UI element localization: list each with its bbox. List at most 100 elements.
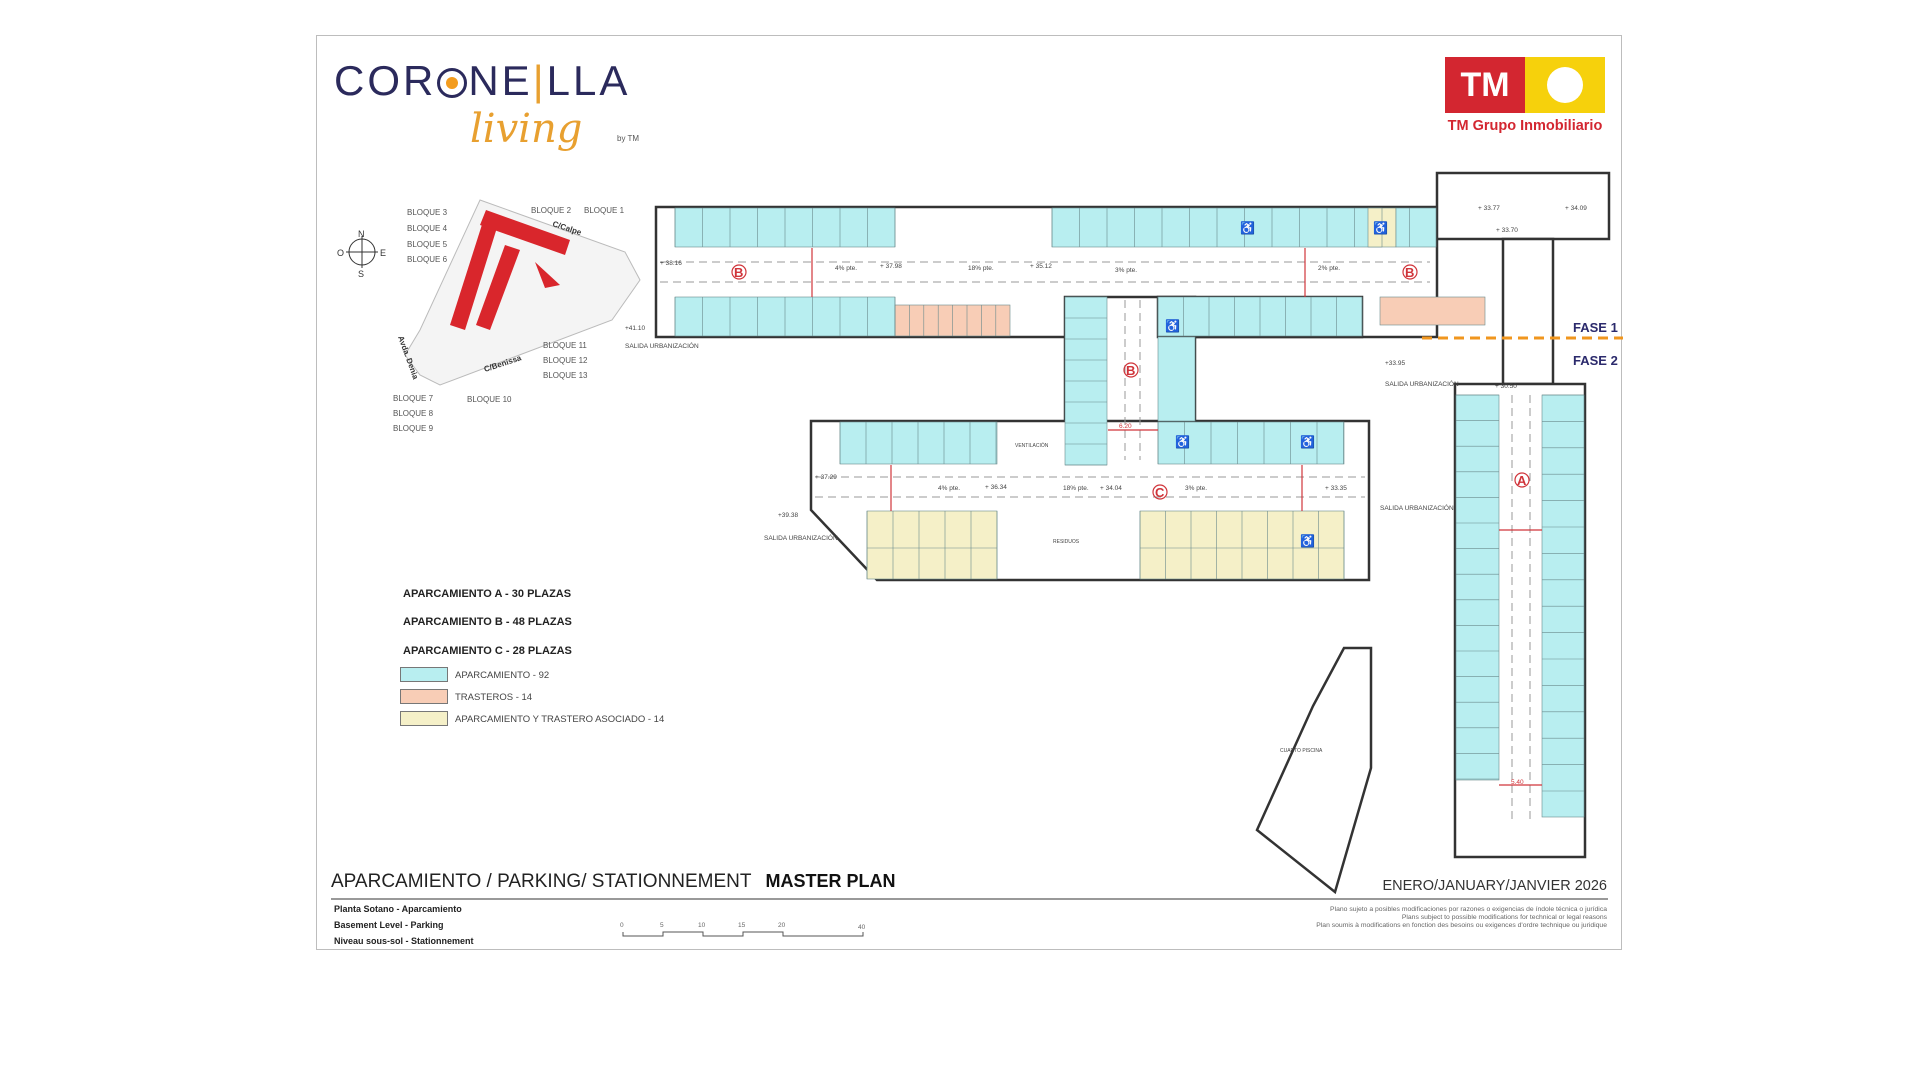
plan-label: 5.40 bbox=[1511, 779, 1524, 786]
legend-label: APARCAMIENTO - 92 bbox=[455, 670, 550, 681]
plan-label: 4% pte. bbox=[835, 265, 857, 272]
fase-1-label: FASE 1 bbox=[1573, 320, 1618, 335]
legend-label: APARCAMIENTO Y TRASTERO ASOCIADO - 14 bbox=[455, 714, 665, 725]
accessible-icon: ♿ bbox=[1300, 534, 1315, 548]
level-es: Planta Sotano - Aparcamiento bbox=[334, 904, 462, 914]
company-name: TM Grupo Inmobiliario bbox=[1447, 118, 1603, 134]
logo-text: NE bbox=[468, 57, 533, 104]
logo-script: living bbox=[470, 106, 583, 152]
plan-label: + 35.12 bbox=[1030, 263, 1052, 270]
accessible-icon: ♿ bbox=[1165, 319, 1180, 333]
compass-icon: N S E O bbox=[337, 229, 386, 279]
plan-subtitle: MASTER PLAN bbox=[765, 871, 896, 891]
accessible-icon: ♿ bbox=[1240, 221, 1255, 235]
logo-text: LLA bbox=[546, 57, 631, 104]
plan-label: BLOQUE 8 bbox=[393, 409, 434, 418]
plan-label: O bbox=[337, 248, 344, 258]
plan-label: BLOQUE 4 bbox=[407, 224, 448, 233]
logo-by: by TM bbox=[617, 134, 640, 143]
parking-b-count: APARCAMIENTO B - 48 PLAZAS bbox=[403, 616, 572, 628]
plan-label: 4% pte. bbox=[938, 485, 960, 492]
plan-label: SALIDA URBANIZACIÓN bbox=[625, 341, 699, 350]
plan-label: +33.95 bbox=[1385, 360, 1405, 367]
plan-label: BLOQUE 11 bbox=[543, 341, 587, 350]
plan-label: BLOQUE 12 bbox=[543, 356, 588, 365]
plan-label: BLOQUE 9 bbox=[393, 424, 434, 433]
plan-label: RESIDUOS bbox=[1053, 539, 1080, 545]
plan-label: 10 bbox=[698, 922, 706, 929]
scale-bar: 0 5 10 15 20 40 bbox=[620, 922, 866, 937]
plan-label: BLOQUE 2 bbox=[531, 206, 572, 215]
level-en: Basement Level - Parking bbox=[334, 920, 444, 930]
plan-label: SALIDA URBANIZACIÓN bbox=[1385, 379, 1459, 388]
plan-label: 2% pte. bbox=[1318, 265, 1340, 272]
legend-label: TRASTEROS - 14 bbox=[455, 692, 533, 703]
plan-label: N bbox=[358, 229, 365, 239]
tm-logo: TM bbox=[1445, 57, 1605, 113]
plan-label: S bbox=[358, 269, 364, 279]
plan-label: + 34.09 bbox=[1565, 205, 1587, 212]
tm-logo-text: TM bbox=[1445, 57, 1525, 113]
plan-label: 3% pte. bbox=[1115, 267, 1137, 274]
plan-label: + 30.50 bbox=[1495, 383, 1517, 390]
plan-label: CUARTO PISCINA bbox=[1280, 748, 1323, 754]
plan-label: 3% pte. bbox=[1185, 485, 1207, 492]
divider bbox=[331, 898, 1608, 900]
parking-a-count: APARCAMIENTO A - 30 PLAZAS bbox=[403, 588, 572, 600]
plan-label: BLOQUE 3 bbox=[407, 208, 448, 217]
plan-title-row: APARCAMIENTO / PARKING/ STATIONNEMENT MA… bbox=[331, 871, 896, 893]
legend-swatch-parking bbox=[400, 667, 448, 682]
plan-label: + 34.04 bbox=[1100, 485, 1122, 492]
zone-b-marker: B bbox=[734, 265, 743, 280]
plan-date: ENERO/JANUARY/JANVIER 2026 bbox=[1382, 878, 1607, 894]
plan-title: APARCAMIENTO / PARKING/ STATIONNEMENT bbox=[331, 871, 752, 892]
plan-label: 18% pte. bbox=[968, 265, 994, 272]
plan-label: BLOQUE 1 bbox=[584, 206, 625, 215]
plan-label: SALIDA URBANIZACIÓN bbox=[764, 533, 838, 542]
plan-label: BLOQUE 7 bbox=[393, 394, 434, 403]
plan-label: + 33.35 bbox=[1325, 485, 1347, 492]
zone-a-marker: A bbox=[1517, 473, 1527, 488]
plan-label: 6.20 bbox=[1119, 423, 1132, 430]
plan-label: BLOQUE 13 bbox=[543, 371, 588, 380]
logo-text: COR bbox=[334, 57, 437, 104]
legend-swatch-parking-storage bbox=[400, 711, 448, 726]
plan-label: E bbox=[380, 248, 386, 258]
logo-o-icon bbox=[437, 68, 468, 98]
plan-label: BLOQUE 5 bbox=[407, 240, 448, 249]
accessible-icon: ♿ bbox=[1373, 221, 1388, 235]
zone-c-marker: C bbox=[1155, 485, 1165, 500]
plan-label: + 37.29 bbox=[815, 474, 837, 481]
plan-label: BLOQUE 10 bbox=[467, 395, 512, 404]
plan-label: +41.10 bbox=[625, 325, 645, 332]
accessible-icon: ♿ bbox=[1300, 435, 1315, 449]
fase-2-label: FASE 2 bbox=[1573, 353, 1618, 368]
parking-c-count: APARCAMIENTO C - 28 PLAZAS bbox=[403, 645, 572, 657]
plan-label: SALIDA URBANIZACIÓN bbox=[1380, 503, 1454, 512]
plan-label: + 36.34 bbox=[985, 484, 1007, 491]
plan-label: 5 bbox=[660, 922, 664, 929]
plan-label: 0 bbox=[620, 922, 624, 929]
plan-label: 20 bbox=[778, 922, 786, 929]
zone-b-marker: B bbox=[1126, 363, 1135, 378]
accessible-icon: ♿ bbox=[1175, 435, 1190, 449]
plan-label: 18% pte. bbox=[1063, 485, 1089, 492]
plan-label: + 33.77 bbox=[1478, 205, 1500, 212]
cuarto-piscina bbox=[1255, 646, 1373, 895]
zone-b-marker: B bbox=[1405, 265, 1414, 280]
legend-swatch-storage bbox=[400, 689, 448, 704]
drawing-frame bbox=[316, 35, 1622, 950]
entrance-ramp-block bbox=[1435, 171, 1611, 241]
level-fr: Niveau sous-sol - Stationnement bbox=[334, 936, 474, 946]
plan-label: 40 bbox=[858, 924, 866, 931]
plan-label: +39.38 bbox=[778, 512, 798, 519]
plan-label: VENTILACIÓN bbox=[1015, 442, 1049, 449]
plan-label: BLOQUE 6 bbox=[407, 255, 448, 264]
tm-logo-circle-icon bbox=[1525, 57, 1605, 113]
site-plan: BLOQUE 3 BLOQUE 4 BLOQUE 5 BLOQUE 6 BLOQ… bbox=[393, 199, 641, 433]
disclaimer: Plano sujeto a posibles modificaciones p… bbox=[1330, 906, 1607, 913]
plan-label: 15 bbox=[738, 922, 746, 929]
disclaimer: Plan soumis à modifications en fonction … bbox=[1316, 922, 1607, 929]
